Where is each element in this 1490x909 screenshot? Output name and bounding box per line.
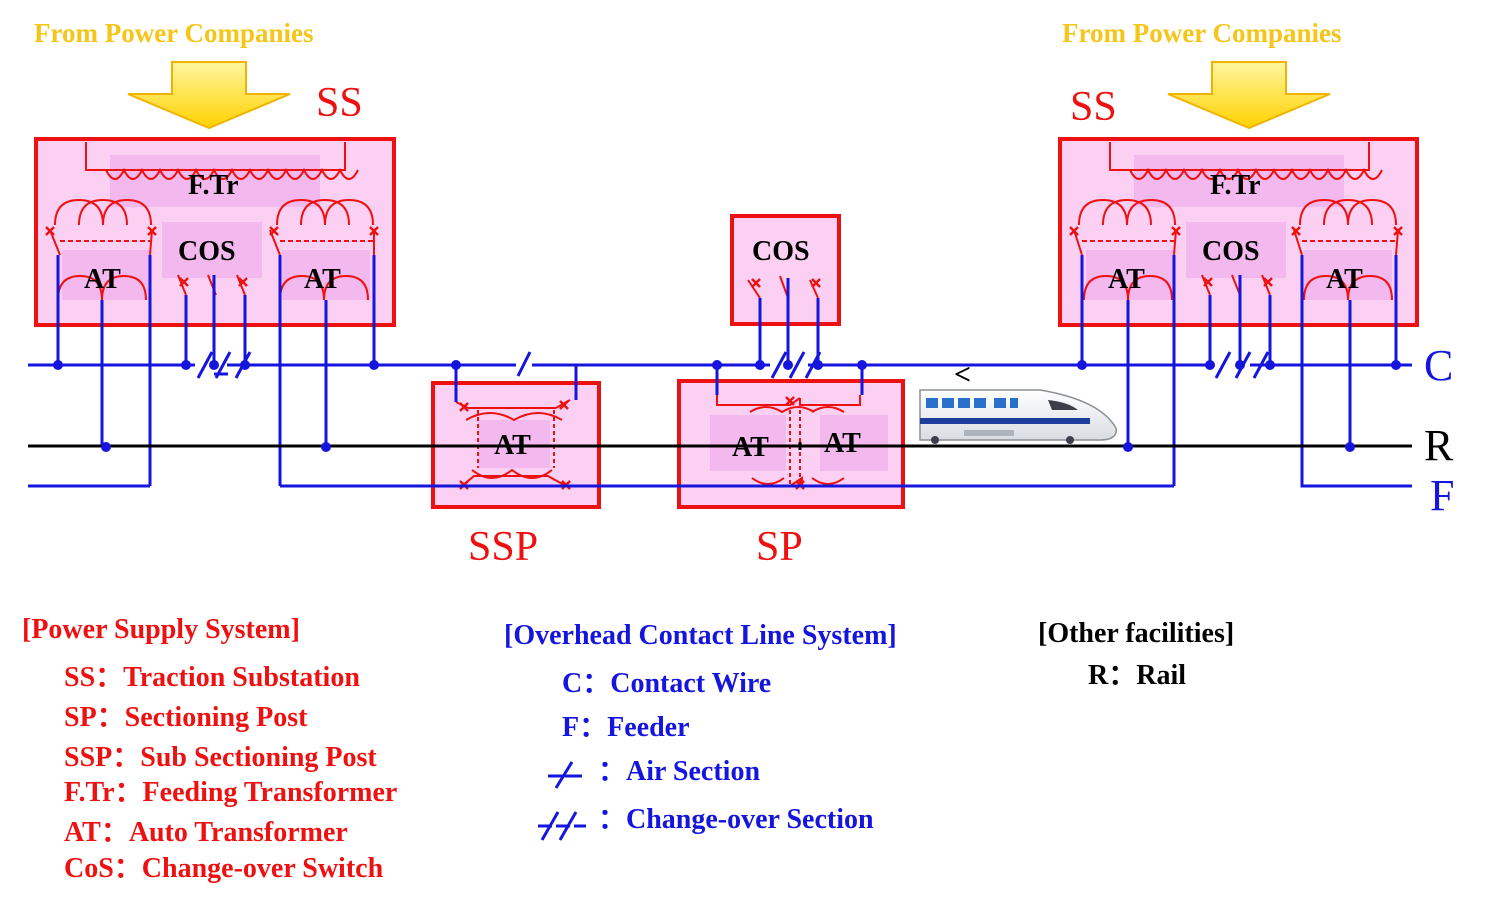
- inner-highlights: [62, 155, 1392, 471]
- source-label-left: From Power Companies: [34, 18, 314, 48]
- legend-power-item: CoS：Change-over Switch: [64, 853, 384, 884]
- legend-overhead-item: F：Feeder: [562, 712, 690, 743]
- power-arrow-right: [1167, 61, 1331, 130]
- ss-left-label: SS: [316, 80, 363, 126]
- ftr-label-right: F.Tr: [1210, 170, 1261, 201]
- at-label-left-1: AT: [84, 264, 121, 295]
- legend-overhead-item: C：Contact Wire: [562, 668, 772, 699]
- at-label-left-2: AT: [304, 264, 341, 295]
- legend-power-heading: [Power Supply System]: [22, 614, 300, 645]
- feeder-label: F: [1430, 471, 1455, 520]
- legend-power-item: SSP：Sub Sectioning Post: [64, 742, 377, 773]
- legend-symbols: [538, 761, 586, 841]
- at-label-ssp: AT: [494, 430, 531, 461]
- legend-other-heading: [Other facilities]: [1038, 618, 1235, 649]
- ssp-label: SSP: [468, 524, 539, 570]
- legend-power-item: AT：Auto Transformer: [64, 817, 348, 848]
- air-section-icon: [548, 761, 582, 789]
- ftr-label-left: F.Tr: [188, 170, 239, 201]
- train: [919, 389, 1117, 444]
- legend-power-item: F.Tr：Feeding Transformer: [64, 777, 398, 808]
- at-label-sp-2: AT: [824, 428, 861, 459]
- ssp-wiring: [454, 365, 578, 402]
- switch-marks: [45, 226, 1403, 490]
- legend-other-item: R：Rail: [1088, 660, 1187, 691]
- contact-wire-label: C: [1424, 341, 1454, 390]
- ss-right-label: SS: [1070, 84, 1117, 130]
- change-over-section-icon: [538, 811, 586, 841]
- legend-overhead-heading: [Overhead Contact Line System]: [504, 620, 897, 651]
- sp-label: SP: [756, 524, 803, 570]
- legend-power-item: SP：Sectioning Post: [64, 702, 308, 733]
- cos-mid-box: [730, 214, 841, 326]
- legend-power-item: SS：Traction Substation: [64, 662, 360, 693]
- at-label-right-1: AT: [1108, 264, 1145, 295]
- rail-label: R: [1424, 421, 1454, 470]
- legend-overhead-item: ：Change-over Section: [598, 804, 874, 835]
- ss-right-internals: [1073, 142, 1399, 301]
- junction-dots: [53, 360, 1401, 452]
- legend-overhead-item: ：Air Section: [598, 756, 761, 787]
- at-label-right-2: AT: [1326, 264, 1363, 295]
- cos-label-right: COS: [1202, 236, 1260, 267]
- source-label-right: From Power Companies: [1062, 18, 1342, 48]
- ss-left-internals: [49, 142, 375, 301]
- cos-label-left: COS: [178, 236, 236, 267]
- cos-label-mid: COS: [752, 236, 810, 267]
- at-label-sp-1: AT: [732, 432, 769, 463]
- train-direction-arrow: <: [954, 358, 972, 391]
- power-arrow-left: [127, 61, 291, 130]
